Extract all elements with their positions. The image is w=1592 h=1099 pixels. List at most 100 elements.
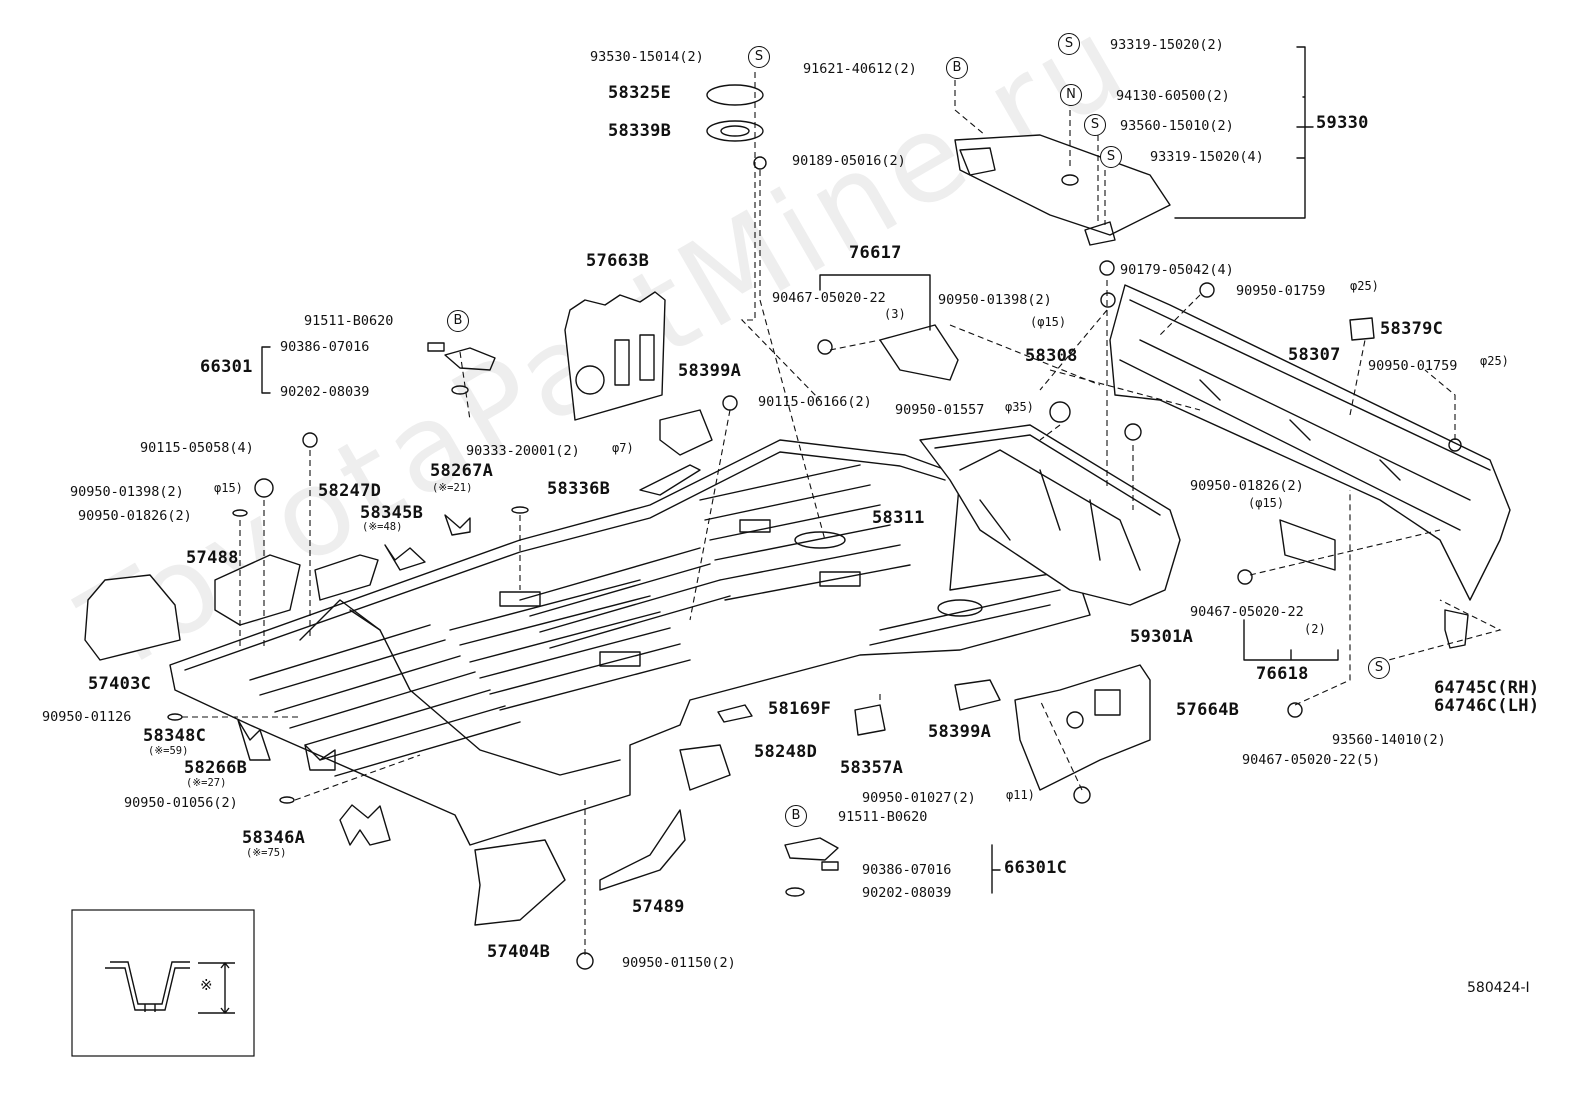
part-label: 91511-B0620 bbox=[838, 809, 928, 825]
rear-crossmember-58307 bbox=[1109, 284, 1511, 601]
plate-76618 bbox=[1279, 519, 1336, 571]
part-label: 66301 bbox=[200, 357, 253, 377]
spare-tire-tub-59301A bbox=[919, 424, 1181, 606]
part-label: 90467-05020-22 bbox=[772, 290, 886, 306]
part-label: 93560-14010(2) bbox=[1332, 732, 1446, 748]
part-note: (※=59) bbox=[148, 745, 189, 757]
hook-66301C bbox=[784, 837, 839, 861]
bracket-58248D bbox=[679, 744, 731, 791]
part-label: 58339B bbox=[608, 121, 672, 141]
section-inset bbox=[71, 909, 255, 1057]
part-label: 58348C bbox=[143, 726, 207, 746]
part-label: φ25) bbox=[1480, 354, 1509, 368]
part-label: (3) bbox=[884, 307, 906, 321]
part-label: φ11) bbox=[1006, 788, 1035, 802]
part-label: 94130-60500(2) bbox=[1116, 88, 1230, 104]
panel-59330 bbox=[954, 134, 1171, 246]
bracket-58346A bbox=[339, 804, 391, 846]
part-label: 58325E bbox=[608, 83, 672, 103]
bracket-58169F bbox=[717, 704, 753, 723]
part-label: 59301A bbox=[1130, 627, 1194, 647]
part-label: 90950-01150(2) bbox=[622, 955, 736, 971]
washer-58325E bbox=[706, 84, 764, 106]
part-label: 57488 bbox=[186, 548, 239, 568]
badge-s: S bbox=[1084, 114, 1106, 136]
bracket-57403C bbox=[84, 574, 181, 661]
part-label: 58247D bbox=[318, 481, 382, 501]
part-label: 93319-15020(2) bbox=[1110, 37, 1224, 53]
part-label: 76617 bbox=[849, 243, 902, 263]
badge-n: N bbox=[1060, 84, 1082, 106]
part-label: 90333-20001(2) bbox=[466, 443, 580, 459]
badge-s: S bbox=[748, 46, 770, 68]
part-label: 90950-01557 bbox=[895, 402, 985, 418]
part-label: 58266B bbox=[184, 758, 248, 778]
part-label: φ15) bbox=[214, 481, 243, 495]
part-label: 64746C(LH) bbox=[1434, 696, 1540, 716]
part-label: 58345B bbox=[360, 503, 424, 523]
badge-b: B bbox=[785, 805, 807, 827]
part-label: (φ15) bbox=[1030, 315, 1067, 329]
panel-57663B bbox=[564, 291, 666, 421]
part-label: 90115-06166(2) bbox=[758, 394, 872, 410]
part-label: 93319-15020(4) bbox=[1150, 149, 1264, 165]
cover-64745C bbox=[1444, 609, 1469, 649]
part-label: 57403C bbox=[88, 674, 152, 694]
part-label: 58336B bbox=[547, 479, 611, 499]
part-label: 58346A bbox=[242, 828, 306, 848]
part-label: 90115-05058(4) bbox=[140, 440, 254, 456]
part-label: 93560-15010(2) bbox=[1120, 118, 1234, 134]
cap-58379C bbox=[1349, 317, 1375, 341]
bracket-58399A-bot bbox=[954, 679, 1001, 711]
part-label: 91621-40612(2) bbox=[803, 61, 917, 77]
part-label: 90202-08039 bbox=[862, 885, 952, 901]
part-label: 90950-01759 bbox=[1236, 283, 1326, 299]
bracket-57488 bbox=[214, 554, 301, 626]
part-label: 90189-05016(2) bbox=[792, 153, 906, 169]
bracket-58357A bbox=[854, 704, 886, 736]
part-label: 58399A bbox=[928, 722, 992, 742]
panel-57664B bbox=[1014, 664, 1151, 791]
bracket-57489 bbox=[599, 809, 686, 891]
part-label: 76618 bbox=[1256, 664, 1309, 684]
floor-pan-58311 bbox=[169, 439, 1091, 846]
part-label: 90950-01826(2) bbox=[1190, 478, 1304, 494]
part-label: 58248D bbox=[754, 742, 818, 762]
part-label: φ35) bbox=[1005, 400, 1034, 414]
part-note: (※=48) bbox=[362, 521, 403, 533]
part-label: 58311 bbox=[872, 508, 925, 528]
part-label: 90386-07016 bbox=[280, 339, 370, 355]
badge-s: S bbox=[1100, 146, 1122, 168]
part-label: 90950-01056(2) bbox=[124, 795, 238, 811]
part-label: 90950-01398(2) bbox=[70, 484, 184, 500]
part-label: 57664B bbox=[1176, 700, 1240, 720]
part-label: 58379C bbox=[1380, 319, 1444, 339]
part-label: 57663B bbox=[586, 251, 650, 271]
part-label: (φ15) bbox=[1248, 496, 1285, 510]
part-label: 90202-08039 bbox=[280, 384, 370, 400]
bracket-58266B bbox=[304, 744, 336, 771]
bracket-58348C bbox=[237, 719, 271, 761]
part-label: 66301C bbox=[1004, 858, 1068, 878]
part-label: 90467-05020-22(5) bbox=[1242, 752, 1381, 768]
part-label: (2) bbox=[1304, 622, 1326, 636]
part-label: 57404B bbox=[487, 942, 551, 962]
part-label: 90950-01826(2) bbox=[78, 508, 192, 524]
bracket-58336B bbox=[639, 464, 701, 496]
part-label: φ25) bbox=[1350, 279, 1379, 293]
badge-b: B bbox=[946, 57, 968, 79]
diagram-reference-code: 580424-I bbox=[1467, 980, 1530, 996]
bracket-57404B bbox=[474, 839, 566, 926]
bracket-58345B bbox=[384, 544, 426, 571]
part-label: 90386-07016 bbox=[862, 862, 952, 878]
part-label: 90950-01398(2) bbox=[938, 292, 1052, 308]
bracket-58399A-top bbox=[659, 409, 713, 456]
part-label: 58308 bbox=[1025, 346, 1078, 366]
part-label: 58307 bbox=[1288, 345, 1341, 365]
washer-58339B bbox=[706, 120, 764, 142]
part-label: 58267A bbox=[430, 461, 494, 481]
part-label: 91511-B0620 bbox=[304, 313, 394, 329]
part-label: 59330 bbox=[1316, 113, 1369, 133]
badge-s: S bbox=[1368, 657, 1390, 679]
